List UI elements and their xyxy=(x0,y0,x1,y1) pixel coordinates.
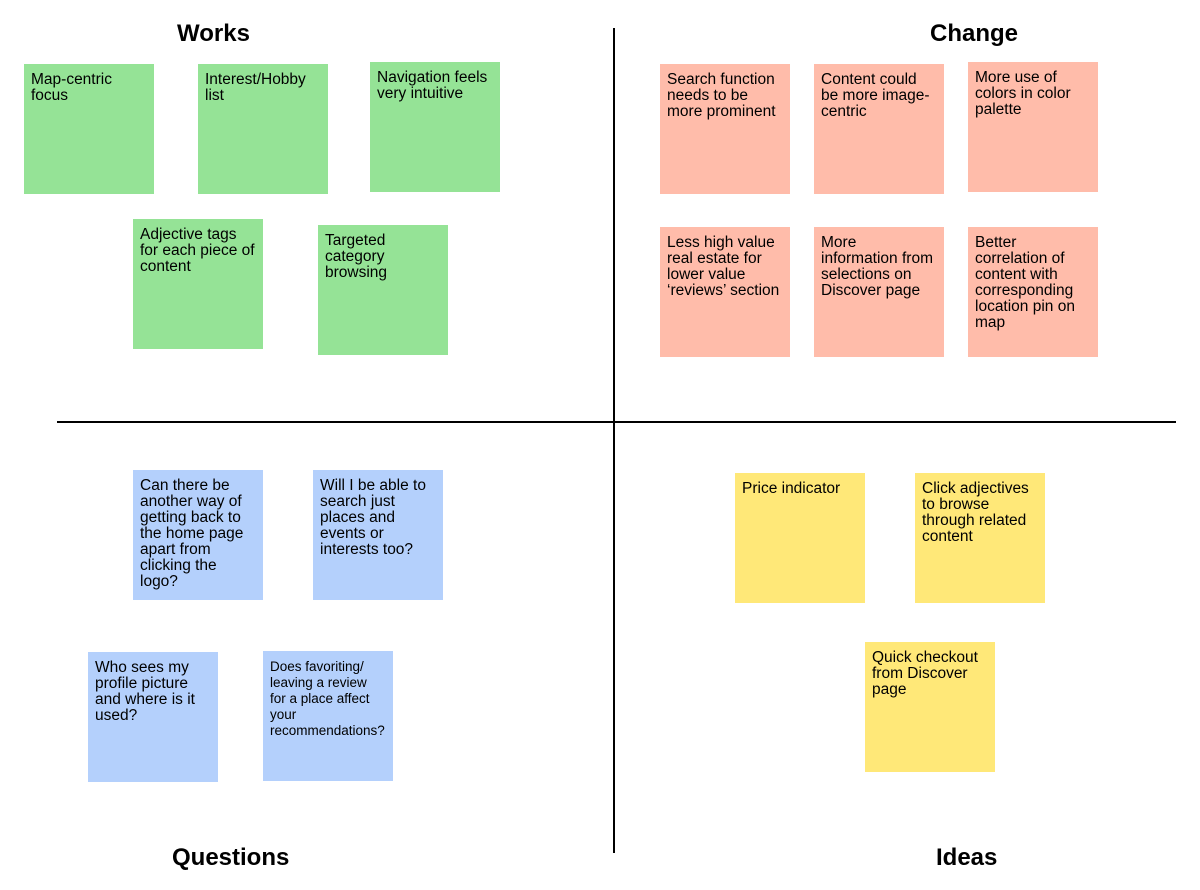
sticky-note-change[interactable]: More use of colors in color palette xyxy=(968,62,1098,192)
sticky-note-works[interactable]: Targeted category browsing xyxy=(318,225,448,355)
sticky-note-ideas[interactable]: Price indicator xyxy=(735,473,865,603)
horizontal-divider xyxy=(57,421,1176,423)
sticky-note-change[interactable]: Less high value real estate for lower va… xyxy=(660,227,790,357)
questions-title: Questions xyxy=(172,844,290,871)
sticky-note-questions[interactable]: Can there be another way of getting back… xyxy=(133,470,263,600)
sticky-note-change[interactable]: Better correlation of content with corre… xyxy=(968,227,1098,357)
vertical-divider xyxy=(613,28,615,853)
change-title: Change xyxy=(930,20,1019,47)
sticky-note-questions[interactable]: Does favoriting/ leaving a review for a … xyxy=(263,651,393,781)
sticky-note-works[interactable]: Interest/Hobby list xyxy=(198,64,328,194)
sticky-note-ideas[interactable]: Quick checkout from Discover page xyxy=(865,642,995,772)
works-title: Works xyxy=(177,20,250,47)
sticky-note-works[interactable]: Map-centric focus xyxy=(24,64,154,194)
sticky-note-change[interactable]: Content could be more image-centric xyxy=(814,64,944,194)
sticky-note-ideas[interactable]: Click adjectives to browse through relat… xyxy=(915,473,1045,603)
sticky-note-works[interactable]: Navigation feels very intuitive xyxy=(370,62,500,192)
sticky-note-change[interactable]: Search function needs to be more promine… xyxy=(660,64,790,194)
sticky-note-change[interactable]: More information from selections on Disc… xyxy=(814,227,944,357)
sticky-note-works[interactable]: Adjective tags for each piece of content xyxy=(133,219,263,349)
ideas-title: Ideas xyxy=(936,844,998,871)
sticky-note-questions[interactable]: Who sees my profile picture and where is… xyxy=(88,652,218,782)
sticky-note-questions[interactable]: Will I be able to search just places and… xyxy=(313,470,443,600)
